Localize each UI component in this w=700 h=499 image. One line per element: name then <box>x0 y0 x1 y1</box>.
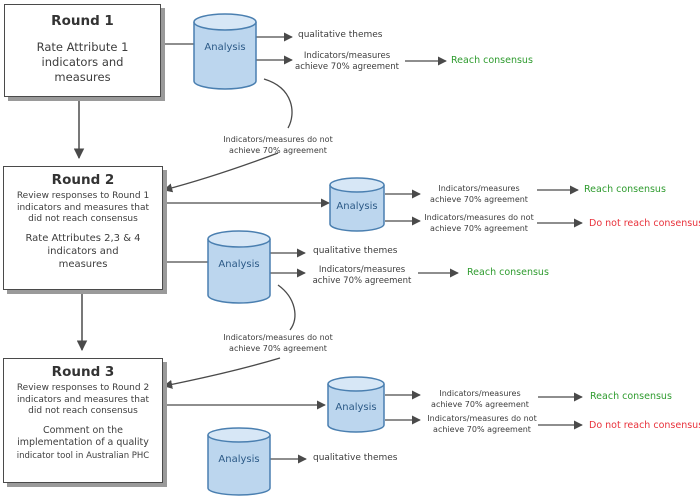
round2-box: Round 2 Review responses to Round 1 indi… <box>3 166 163 290</box>
round2b-achieve-label: Indicators/measures achive 70% agreement <box>303 265 421 286</box>
round3-title: Round 3 <box>51 364 115 380</box>
round2-achieve-line2: achieve 70% agreement <box>430 194 528 204</box>
analysis-cylinder-round1: Analysis <box>193 13 257 90</box>
analysis-cylinder-round3-top: Analysis <box>327 376 385 433</box>
round1-qualitative-themes: qualitative themes <box>298 30 383 40</box>
round3-comment-line2: implementation of a quality <box>17 437 149 448</box>
round1-achieve-line2: achieve 70% agreement <box>294 61 400 72</box>
round3-notachieve-line2: achieve 70% agreement <box>433 424 531 434</box>
round2-qualitative-themes: qualitative themes <box>313 246 398 256</box>
svg-text:Analysis: Analysis <box>218 454 259 465</box>
round2-rate-line3: measures <box>58 258 108 270</box>
round2-reach-consensus: Reach consensus <box>584 184 666 195</box>
round2-do-not-reach-consensus: Do not reach consensus <box>589 218 700 229</box>
round3-review-line3: did not reach consensus <box>28 406 138 416</box>
round1-notachieve-line2: achieve 70% agreement <box>229 145 327 155</box>
round3-notachieve-line1: Indicators/measures do not <box>427 414 537 423</box>
round1-text-line2: indicators and <box>41 55 124 69</box>
round1-box: Round 1 Rate Attribute 1 indicators and … <box>4 4 161 97</box>
round3-do-not-reach-consensus: Do not reach consensus <box>589 420 700 431</box>
round2-review-line3: did not reach consensus <box>28 214 138 224</box>
round2-feedback-line1: Indicators/measures do not <box>223 333 333 342</box>
svg-text:Analysis: Analysis <box>218 259 259 270</box>
round2-notachieve-label: Indicators/measures do not achieve 70% a… <box>419 213 539 234</box>
round2-rate-line1: Rate Attributes 2,3 & 4 <box>25 232 141 244</box>
round2-review-line2: indicators and measures that <box>16 202 150 213</box>
round3-qualitative-themes: qualitative themes <box>313 453 398 463</box>
analysis2b-feedback-curve <box>277 284 296 331</box>
round1-reach-consensus: Reach consensus <box>451 55 533 66</box>
analysis-cylinder-round2-bottom: Analysis <box>207 230 271 304</box>
round2b-achieve-line1: Indicators/measures <box>318 265 406 275</box>
round2-title: Round 2 <box>51 172 115 188</box>
round2-feedback-line2: achieve 70% agreement <box>229 343 327 353</box>
round1-notachieve-label: Indicators/measures do not achieve 70% a… <box>210 135 346 156</box>
svg-text:Analysis: Analysis <box>335 402 376 413</box>
round2-achieve-line1: Indicators/measures <box>438 184 520 193</box>
round3-achieve-line2: achieve 70% agreement <box>431 399 529 409</box>
round1-text-line3: measures <box>54 70 111 84</box>
round1-achieve-label: Indicators/measures achieve 70% agreemen… <box>288 51 406 72</box>
round3-achieve-line1: Indicators/measures <box>439 389 521 398</box>
round2b-achieve-line2: achive 70% agreement <box>312 275 412 286</box>
svg-text:Analysis: Analysis <box>336 201 377 212</box>
round3-achieve-label: Indicators/measures achieve 70% agreemen… <box>420 389 540 410</box>
analysis-cylinder-round2-top: Analysis <box>329 177 385 232</box>
round2b-reach-consensus: Reach consensus <box>467 267 549 278</box>
analysis-cylinder-round3-bottom: Analysis <box>207 427 271 496</box>
round3-comment-line3: indicator tool in Australian PHC <box>16 450 150 461</box>
round3-review-line2: indicators and measures that <box>16 394 150 405</box>
svg-text:Analysis: Analysis <box>204 42 245 53</box>
round1-achieve-line1: Indicators/measures <box>303 51 391 61</box>
round3-box: Round 3 Review responses to Round 2 indi… <box>3 358 163 483</box>
round2-achieve-label: Indicators/measures achieve 70% agreemen… <box>419 184 539 205</box>
round2-notachieve-line1: Indicators/measures do not <box>424 213 534 222</box>
round3-notachieve-label: Indicators/measures do not achieve 70% a… <box>420 414 544 435</box>
round2-review-line1: Review responses to Round 1 <box>16 191 150 201</box>
feedback-to-round3-arrow <box>163 357 281 389</box>
round1-text-line1: Rate Attribute 1 <box>36 40 129 54</box>
round1-title: Round 1 <box>51 13 114 29</box>
round3-review-line1: Review responses to Round 2 <box>16 383 150 393</box>
feedback-to-round2-arrow <box>163 152 279 193</box>
round1-notachieve-line1: Indicators/measures do not <box>223 135 333 144</box>
analysis1-feedback-curve <box>263 78 293 129</box>
round3-comment-line1: Comment on the <box>42 424 123 436</box>
round2-notachieve-line2: achieve 70% agreement <box>430 223 528 233</box>
round2-rate-line2: indicators and <box>47 245 119 257</box>
round3-reach-consensus: Reach consensus <box>590 391 672 402</box>
round2-feedback-notachieve-label: Indicators/measures do not achieve 70% a… <box>210 333 346 354</box>
